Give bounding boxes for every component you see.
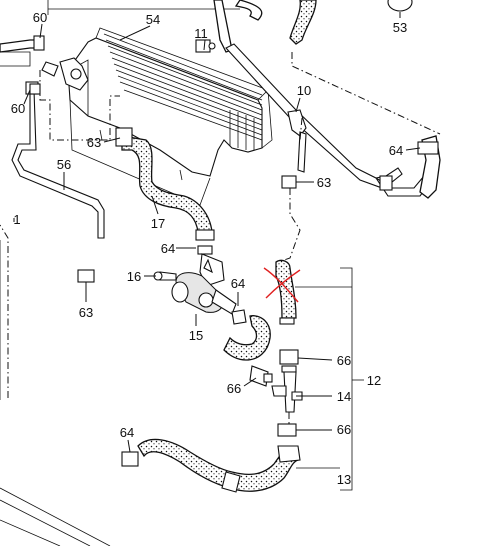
label-part-64-lower: 64 — [120, 425, 134, 440]
label-part-53: 53 — [393, 20, 407, 35]
label-part-54: 54 — [146, 12, 160, 27]
label-part-66-lower: 66 — [337, 422, 351, 437]
label-part-63-left: 63 — [79, 305, 93, 320]
label-part-15: 15 — [189, 328, 203, 343]
label-part-1: 1 — [13, 212, 20, 227]
label-part-66-left: 66 — [227, 381, 241, 396]
hose-pump-to-tee — [223, 315, 273, 387]
top-hoses — [0, 0, 413, 53]
bracket-clips — [29, 39, 216, 283]
breather-pipe — [11, 70, 120, 239]
intercooler — [41, 27, 273, 206]
label-part-12: 12 — [367, 373, 381, 388]
intercooler-fins — [103, 33, 263, 150]
part-number-labels: 60 54 11 53 60 10 63 64 56 63 17 1 64 16… — [11, 10, 407, 487]
electric-pump — [153, 253, 247, 325]
label-part-64-center: 64 — [161, 241, 175, 256]
label-part-56: 56 — [57, 157, 71, 172]
label-part-66-upper: 66 — [337, 353, 351, 368]
hose-crossed-out — [275, 259, 297, 325]
coolant-pipe — [225, 43, 441, 263]
label-part-16: 16 — [127, 269, 141, 284]
label-part-14: 14 — [337, 389, 351, 404]
label-part-13: 13 — [337, 472, 351, 487]
label-part-60-top: 60 — [33, 10, 47, 25]
label-part-10: 10 — [297, 83, 311, 98]
leader-lines — [13, 12, 421, 453]
label-part-60-left: 60 — [11, 101, 25, 116]
hose-17 — [115, 127, 215, 255]
tee-connector — [271, 349, 303, 437]
removed-part-crossout-mark — [263, 267, 301, 303]
hose-13 — [121, 438, 301, 493]
assembly-frame-lines — [0, 0, 364, 546]
label-part-64-pump: 64 — [231, 276, 245, 291]
label-part-63-upper: 63 — [87, 135, 101, 150]
label-part-17: 17 — [151, 216, 165, 231]
label-part-64-right: 64 — [389, 143, 403, 158]
label-part-11: 11 — [194, 26, 208, 41]
label-part-63-right: 63 — [317, 175, 331, 190]
